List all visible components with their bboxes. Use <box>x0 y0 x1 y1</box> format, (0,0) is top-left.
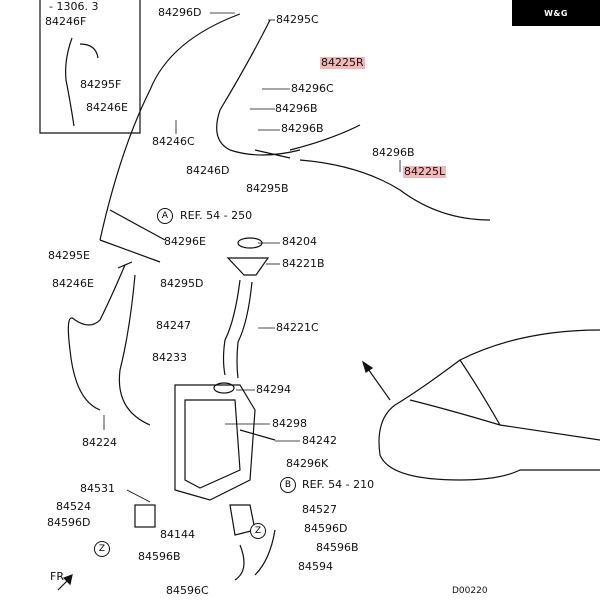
label-84296B-a: 84296B <box>275 102 318 115</box>
tank-bracket <box>239 429 276 441</box>
filler-funnel <box>226 257 270 276</box>
hose-84295B <box>254 149 291 159</box>
car-outline <box>378 329 600 481</box>
car-hood <box>409 399 600 441</box>
label-84527: 84527 <box>302 503 337 516</box>
label-84294: 84294 <box>256 383 291 396</box>
hose-84247 <box>118 274 151 426</box>
hose-84225R <box>289 124 361 151</box>
label-84295D: 84295D <box>160 277 204 290</box>
hose-84246C <box>99 13 241 241</box>
car-pointer-arrow <box>365 365 391 401</box>
label-84524: 84524 <box>56 500 91 513</box>
label-84295F: 84295F <box>80 78 122 91</box>
label-84246F: 84246F <box>45 15 87 28</box>
label-84596C: 84596C <box>166 584 209 597</box>
washer-tank <box>174 384 256 501</box>
label-84225L: 84225L <box>403 165 447 178</box>
label-ref-54-250: REF. 54 - 250 <box>180 209 253 222</box>
hose-84594 <box>234 529 276 581</box>
callout-Z-left: Z <box>94 541 110 557</box>
label-84204: 84204 <box>282 235 317 248</box>
label-84246E-top: 84246E <box>86 101 128 114</box>
leader-84531 <box>126 489 151 503</box>
diagram-code: D00220 <box>452 586 488 596</box>
label-84596B-left: 84596B <box>138 550 181 563</box>
hose-84246D <box>216 19 301 156</box>
fr-arrow-head <box>62 574 73 586</box>
label-84596B-right: 84596B <box>316 541 359 554</box>
inset-frame <box>39 0 141 134</box>
label-84246E-mid: 84246E <box>52 277 94 290</box>
label-84296B-b: 84296B <box>281 122 324 135</box>
label-fr: FR <box>50 570 64 583</box>
label-84246D: 84246D <box>186 164 230 177</box>
hose-84295E <box>117 261 133 269</box>
label-84295C: 84295C <box>276 13 319 26</box>
label-84596D-left: 84596D <box>47 516 91 529</box>
label-84295E: 84295E <box>48 249 90 262</box>
washer-tank-inner <box>184 399 241 489</box>
brand-badge: W&G <box>512 0 600 26</box>
label-84221C: 84221C <box>276 321 319 334</box>
label-84225R: 84225R <box>320 56 365 69</box>
label-84144: 84144 <box>160 528 195 541</box>
hose-84225L <box>299 159 491 221</box>
label-ref-54-210: REF. 54 - 210 <box>302 478 375 491</box>
guide-line-1 <box>99 239 161 263</box>
callout-B: B <box>280 477 296 493</box>
label-84247: 84247 <box>156 319 191 332</box>
label-1306: - 1306. 3 <box>49 0 99 13</box>
label-84296D: 84296D <box>158 6 202 19</box>
callout-Z-right: Z <box>250 523 266 539</box>
callout-A: A <box>157 208 173 224</box>
label-84596D-right: 84596D <box>304 522 348 535</box>
label-84295B: 84295B <box>246 182 289 195</box>
label-84531: 84531 <box>80 482 115 495</box>
label-84246C: 84246C <box>152 135 195 148</box>
hose-84246E <box>67 264 126 411</box>
hose-clamp <box>213 382 235 394</box>
label-84296B-c: 84296B <box>372 146 415 159</box>
inset-hose <box>65 37 75 127</box>
filler-neck <box>222 279 241 376</box>
label-84296C: 84296C <box>291 82 334 95</box>
label-84242: 84242 <box>302 434 337 447</box>
pump-left <box>134 504 156 528</box>
car-windshield <box>459 359 501 426</box>
label-84594: 84594 <box>298 560 333 573</box>
label-84296E: 84296E <box>164 235 206 248</box>
label-84224: 84224 <box>82 436 117 449</box>
guide-line-2 <box>109 209 166 241</box>
label-84296K: 84296K <box>286 457 329 470</box>
label-84221B: 84221B <box>282 257 325 270</box>
label-84233: 84233 <box>152 351 187 364</box>
filler-neck-inner <box>236 281 253 379</box>
car-pointer-head <box>361 360 374 373</box>
label-84298: 84298 <box>272 417 307 430</box>
inset-connector <box>79 43 99 59</box>
